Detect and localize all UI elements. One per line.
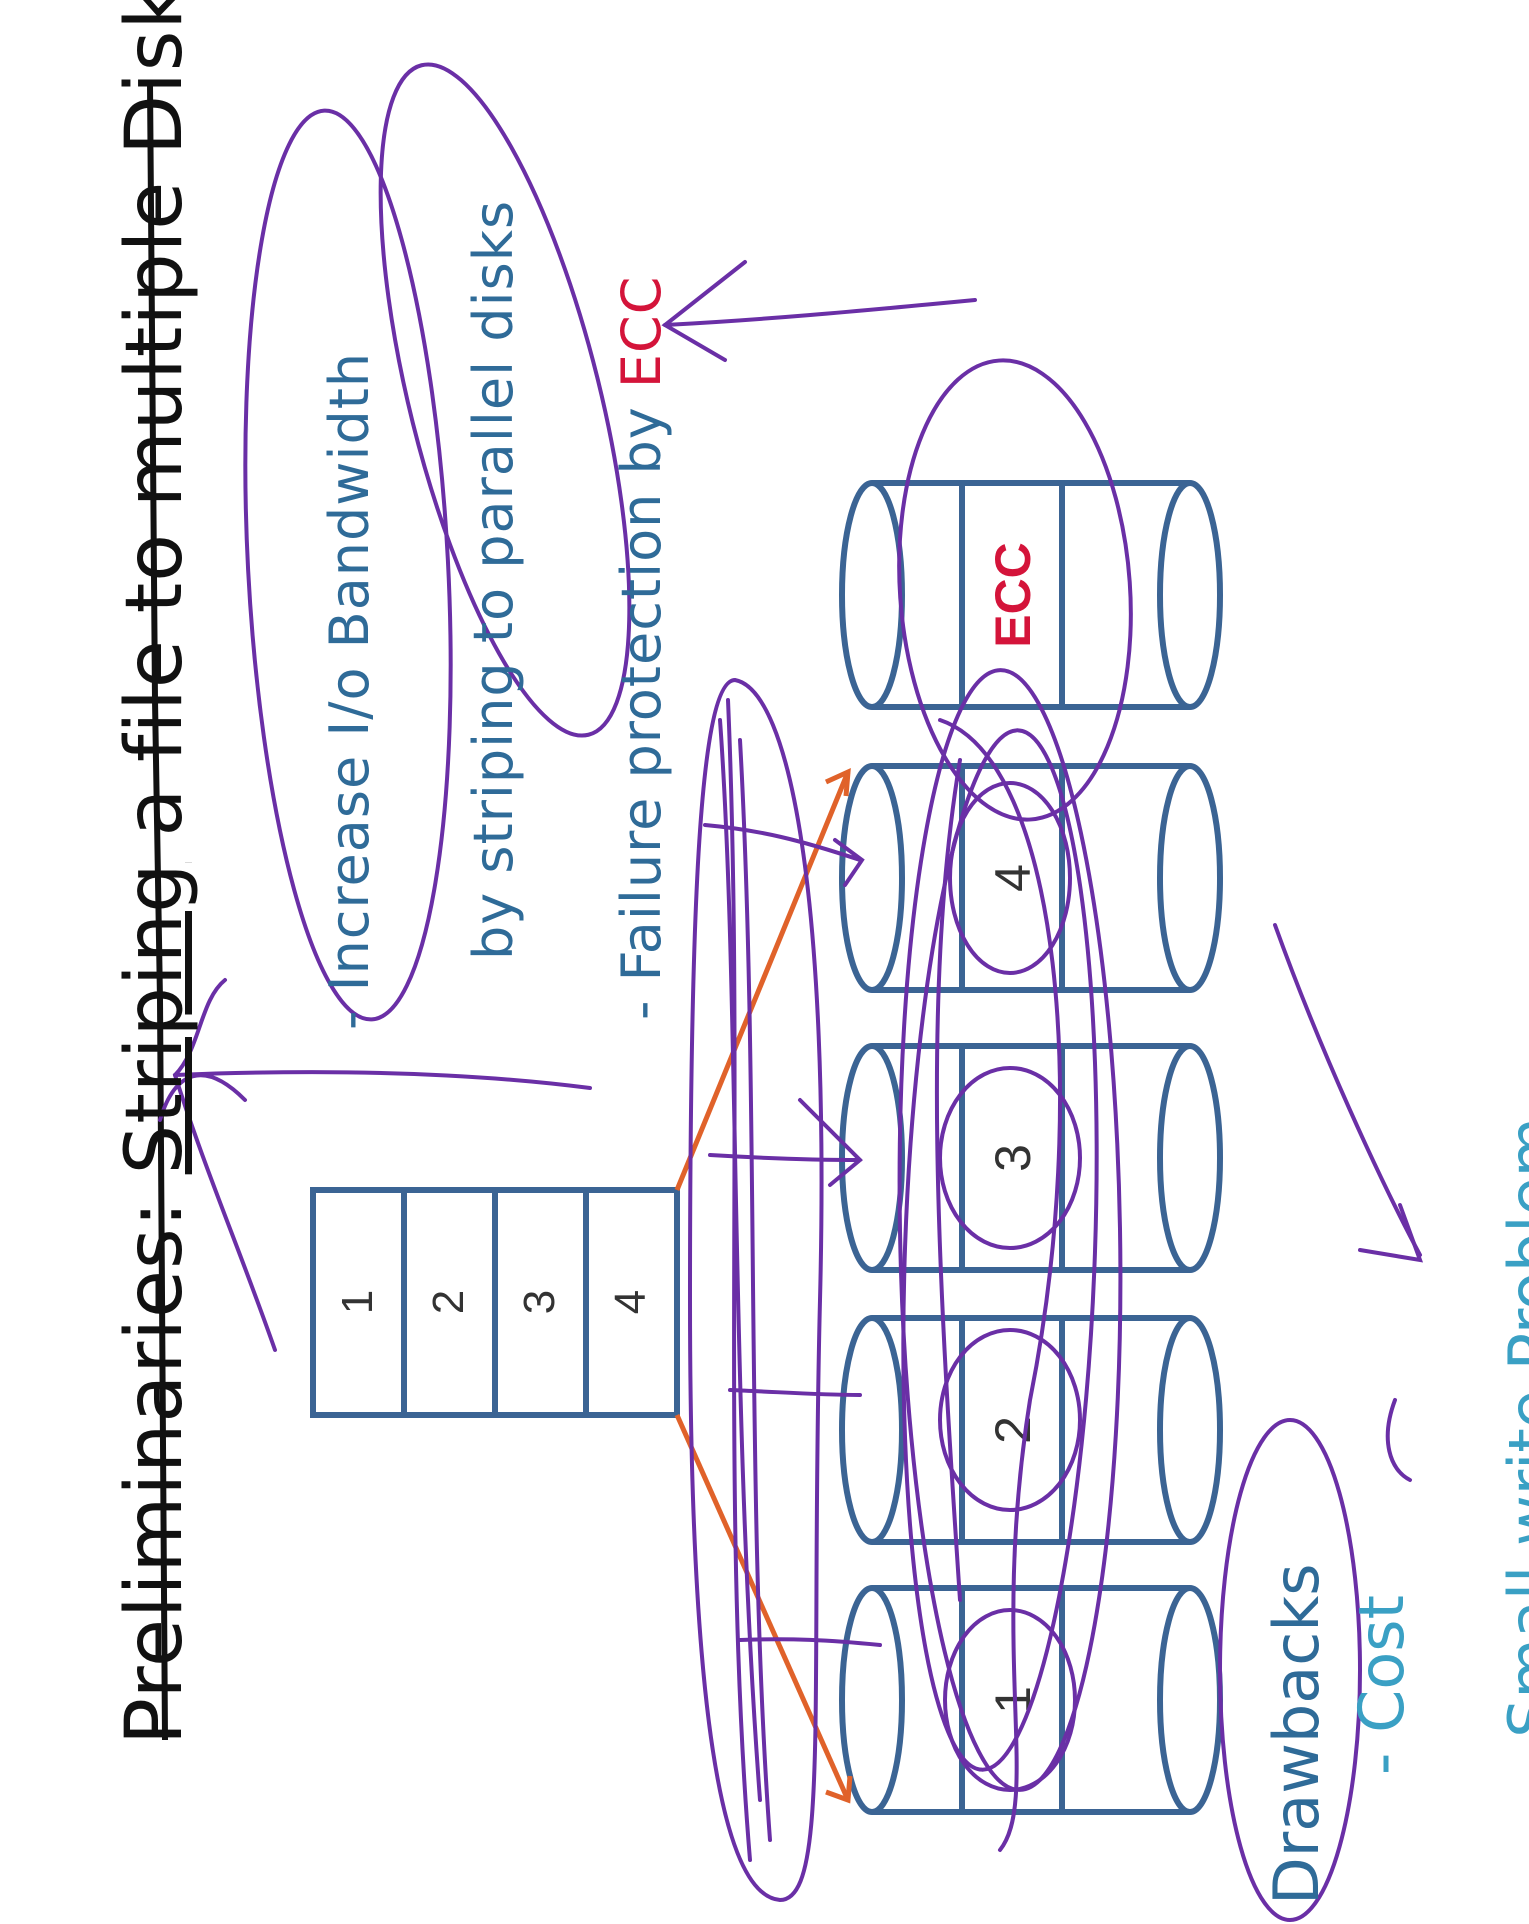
scribble-stripes: [718, 698, 772, 1862]
highlight-ellipse-drawbacks: [1218, 1418, 1362, 1922]
scribble-title-hook: [158, 1073, 247, 1122]
circle-block-1: [943, 1608, 1077, 1792]
arrow-to-disk-1: [674, 1413, 851, 1802]
disk-label-2: 2: [985, 1416, 1041, 1444]
bullet-failure-text: - Failure protection by: [610, 388, 673, 1020]
title-suffix: a file to multiple Disks: [110, 0, 200, 863]
disk-label-3: 3: [985, 1144, 1041, 1172]
arrowhead-icon: [661, 260, 747, 362]
disk-ecc: [839, 480, 1223, 710]
arrow-to-disk-4: [674, 771, 851, 1191]
highlight-ellipse-data-band-2: [901, 728, 1099, 1772]
highlight-ellipse-parallel: [378, 62, 632, 738]
tick-arrow-disk-1: [738, 1637, 882, 1647]
tick-arrow-disk-3: [708, 1098, 863, 1187]
circle-block-4: [948, 781, 1072, 975]
disk-label-4: 4: [985, 864, 1041, 892]
bullet-failure-protection: - Failure protection by ECC: [610, 276, 673, 1020]
file-block-label-1: 1: [333, 1290, 382, 1314]
file-block-label-3: 3: [515, 1290, 564, 1314]
arrowhead-icon: [824, 767, 851, 797]
tick-arrow-disk-4: [703, 823, 865, 887]
title-prefix: Preliminaries:: [110, 1174, 200, 1745]
scribble-title: [172, 978, 277, 1352]
drawbacks-heading: Drawbacks: [1260, 1563, 1333, 1905]
highlight-ellipse-bandwidth: [243, 108, 453, 1022]
file-block-label-2: 2: [424, 1290, 473, 1314]
pointer-arrow-title: [173, 1070, 592, 1090]
highlight-loop-stripes: [687, 677, 824, 1903]
purple-annotations: [158, 62, 1424, 1922]
arrowhead-icon: [825, 1775, 853, 1804]
tick-arrow-disk-2: [728, 1388, 862, 1397]
title-underlined-word: Striping: [110, 862, 200, 1175]
file-block-label-4: 4: [606, 1290, 655, 1314]
drawback-cost: - Cost: [1345, 1595, 1418, 1775]
scribble-small-write: [1385, 1398, 1412, 1482]
disk-label-ecc: ECC: [985, 542, 1041, 648]
bullet-failure-ecc: ECC: [610, 275, 673, 389]
page-title: Preliminaries: Striping a file to multip…: [110, 0, 200, 1745]
disk-3: [839, 1043, 1223, 1273]
bullet-increase-bandwidth: - Increase I/o Bandwidth: [318, 351, 381, 1030]
pointer-arrow-small-write: [1273, 923, 1422, 1257]
striping-arrows: [674, 767, 853, 1804]
file-block-4: [583, 1187, 680, 1418]
title-underline: [147, 84, 168, 1741]
file-block-labels: 1 2 3 4: [333, 1290, 655, 1314]
pointer-arrow-bullets: [663, 298, 977, 327]
disk-labels: ECC 4 3 2 1: [985, 542, 1041, 1714]
drawback-small-write: - Small write Problem: [1495, 1116, 1529, 1780]
highlight-ellipse-ecc-band: [897, 358, 1133, 822]
circle-block-3: [938, 1066, 1082, 1250]
file-block-stack: [310, 1187, 680, 1418]
arrowhead-icon: [1358, 1203, 1424, 1263]
scribble-disk-loops: [934, 718, 1062, 1852]
circle-block-2: [938, 1328, 1082, 1512]
bullet-parallel-disks: by striping to parallel disks: [462, 199, 525, 960]
